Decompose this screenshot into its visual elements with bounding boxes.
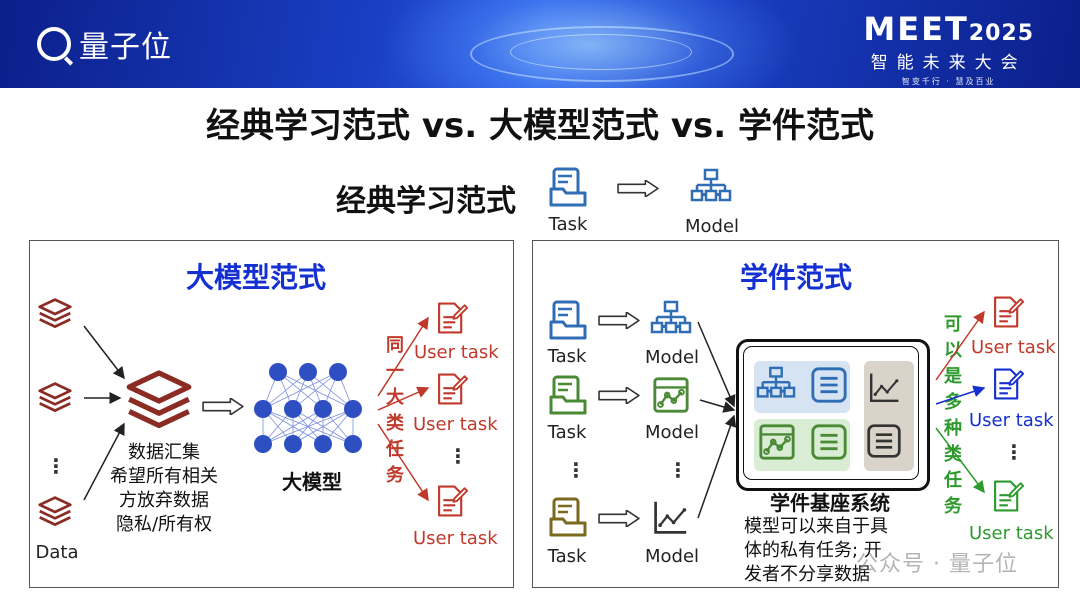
vert-char: 以 <box>944 340 962 361</box>
learnware-model-ellipsis: ⋮ <box>668 458 688 482</box>
learnware-system-label: 学件基座系统 <box>770 491 890 515</box>
brand-q-icon <box>37 27 71 61</box>
aggregation-line-1: 数据汇集 <box>128 442 200 463</box>
user-task-label-red-3: User task <box>413 528 498 549</box>
learnware-model-caption-1: Model <box>644 347 700 368</box>
aggregation-line-4: 隐私/所有权 <box>115 514 213 535</box>
learnware-system-desc: 模型可以来自于具 体的私有任务; 开 发者不分享数据 <box>744 515 924 587</box>
learnware-task-caption-3: Task <box>547 546 587 567</box>
user-task-ellipsis-left: ⋮ <box>448 444 468 468</box>
aggregation-line-2: 希望所有相关 <box>110 466 218 487</box>
learnware-task-caption-1: Task <box>547 346 587 367</box>
vert-char: 种 <box>944 418 962 439</box>
event-title-text: MEET <box>863 10 969 48</box>
banner-ring <box>470 26 734 82</box>
data-caption: Data <box>35 542 79 563</box>
learnware-model-caption-3: Model <box>644 546 700 567</box>
slide-title: 经典学习范式 vs. 大模型范式 vs. 学件范式 <box>206 106 874 146</box>
user-task-icon-blue-right <box>990 366 1024 402</box>
vert-char: 类 <box>386 413 404 434</box>
event-logo: MEET2025 智能未来大会 智变千行 · 慧及百业 <box>863 12 1034 87</box>
vert-char: 类 <box>944 444 962 465</box>
event-subtitle: 智能未来大会 <box>870 53 1027 73</box>
learnware-model-caption-2: Model <box>644 422 700 443</box>
user-task-icon-green-right <box>990 478 1024 514</box>
brand-logo: 量子位 <box>37 22 172 66</box>
large-model-caption: 大模型 <box>282 470 342 494</box>
vert-char: 可 <box>944 314 962 335</box>
event-year: 2025 <box>968 21 1034 46</box>
large-model-title: 大模型范式 <box>186 261 327 294</box>
classic-paradigm-label: 经典学习范式 <box>336 184 516 219</box>
header-banner: 量子位 MEET2025 智能未来大会 智变千行 · 慧及百业 <box>0 0 1080 88</box>
vert-char: 务 <box>944 496 962 517</box>
system-desc-line-2: 体的私有任务; 开 <box>744 540 882 561</box>
user-task-label-red-right: User task <box>971 337 1056 358</box>
aggregation-line-3: 方放弃数据 <box>119 490 209 511</box>
user-task-label-red-2: User task <box>413 414 498 435</box>
banner-ring-inner <box>510 34 692 70</box>
vert-char: 任 <box>944 470 962 491</box>
user-task-ellipsis-right: ⋮ <box>1004 440 1024 464</box>
user-task-label-green-right: User task <box>969 523 1054 544</box>
learnware-title: 学件范式 <box>740 261 853 294</box>
user-task-icon-red-right <box>990 294 1024 330</box>
vert-char: 务 <box>386 465 404 486</box>
vert-char: 同 <box>386 335 404 356</box>
classic-task-caption: Task <box>548 214 588 235</box>
classic-model-caption: Model <box>684 216 740 237</box>
vert-char: 大 <box>386 387 404 408</box>
learnware-task-ellipsis: ⋮ <box>566 458 586 482</box>
multi-task-vertical-text: 可 以 是 多 种 类 任 务 <box>942 312 964 520</box>
neural-network-icon <box>254 363 362 453</box>
system-desc-line-3: 发者不分享数据 <box>744 564 870 585</box>
data-ellipsis: ⋮ <box>46 454 66 478</box>
user-task-label-blue-right: User task <box>969 410 1054 431</box>
system-desc-line-1: 模型可以来自于具 <box>744 516 888 537</box>
brand-name: 量子位 <box>79 30 172 65</box>
event-title: MEET2025 <box>863 12 1034 51</box>
user-task-label-red-1: User task <box>414 342 499 363</box>
learnware-task-caption-2: Task <box>547 422 587 443</box>
vert-char: 是 <box>944 366 962 387</box>
event-tagline: 智变千行 · 慧及百业 <box>901 77 996 86</box>
aggregation-text: 数据汇集 希望所有相关 方放弃数据 隐私/所有权 <box>92 441 236 537</box>
watermark: 公众号 · 量子位 <box>856 552 1018 577</box>
